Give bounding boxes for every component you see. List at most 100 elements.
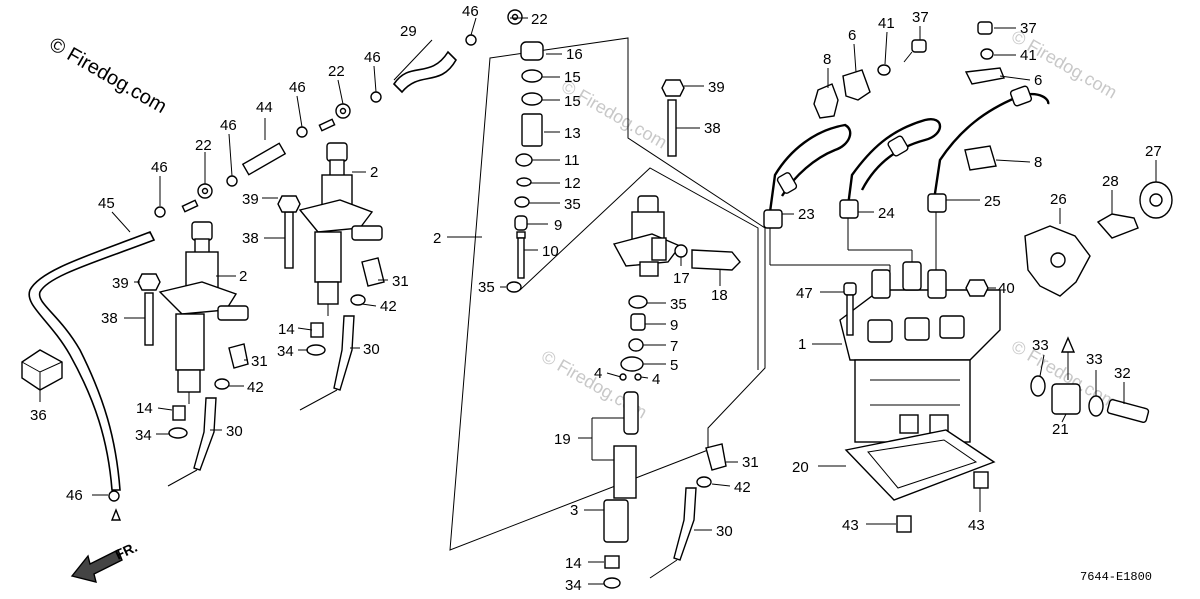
callout-10: 10 [542,243,559,260]
injector-lower [158,221,249,404]
callout-34: 34 [277,343,294,360]
callout-30: 30 [363,341,380,358]
callout-39: 39 [242,191,259,208]
callout-22: 22 [531,11,548,28]
callout-11: 11 [564,152,580,169]
hose-section [241,142,287,176]
callout-16: 16 [566,46,583,63]
callout-37: 37 [1020,20,1037,37]
callout-34: 34 [135,427,152,444]
callout-46: 46 [289,79,306,96]
callout-45: 45 [98,195,115,212]
callout-30: 30 [226,423,243,440]
callout-1: 1 [798,336,806,353]
callout-9: 9 [554,217,562,234]
callout-9: 9 [670,317,678,334]
callout-47: 47 [796,285,813,302]
callout-8: 8 [823,51,831,68]
callout-27: 27 [1145,143,1162,160]
callout-38: 38 [101,310,118,327]
callout-6: 6 [1034,72,1042,89]
callout-20: 20 [792,459,809,476]
callout-13: 13 [564,125,581,142]
callout-21: 21 [1052,421,1069,438]
callout-34: 34 [565,577,582,594]
callout-39: 39 [708,79,725,96]
callout-29: 29 [400,23,417,40]
front-arrow: FR. [70,508,140,583]
return-hose [28,230,156,491]
callout-14: 14 [565,555,582,572]
callout-39: 39 [112,275,129,292]
callout-6: 6 [848,27,856,44]
callout-15: 15 [564,69,581,86]
callout-38: 38 [242,230,259,247]
callout-37: 37 [912,9,929,26]
front-label: FR. [113,539,140,563]
callout-46: 46 [151,159,168,176]
callout-12: 12 [564,175,581,192]
callout-25: 25 [984,193,1001,210]
diagram-code: 7644-E1800 [1080,570,1152,584]
callout-24: 24 [878,205,895,222]
injector-center [612,195,741,277]
callout-26: 26 [1050,191,1067,208]
watermark: © Firedog.com [46,33,171,118]
studs-and-nuts-left [137,195,301,346]
callout-22: 22 [328,63,345,80]
hose-clip [21,349,63,391]
callout-14: 14 [278,321,295,338]
pump-gasket [844,429,996,501]
callout-46: 46 [66,487,83,504]
callout-42: 42 [380,298,397,315]
assembly-bracket-inner [519,167,759,370]
callout-43: 43 [842,517,859,534]
injection-pipes [763,85,1050,229]
callout-42: 42 [247,379,264,396]
callout-41: 41 [878,15,895,32]
leader-lines [39,17,1157,585]
studs-and-nuts-center [661,79,685,157]
callout-4: 4 [652,371,660,388]
callout-32: 32 [1114,365,1131,382]
callout-36: 36 [30,407,47,424]
pipe-clamps [813,67,1005,171]
banjo-bolts [181,9,523,213]
glow-plug-parts-left [167,257,385,487]
callout-35: 35 [564,196,581,213]
callout-labels: 46 22 29 46 22 46 44 46 22 46 45 2 39 38… [30,3,1162,594]
callout-31: 31 [251,353,268,370]
callout-43: 43 [968,517,985,534]
callout-4: 4 [594,365,602,382]
callout-35: 35 [478,279,495,296]
callout-15: 15 [564,93,581,110]
callout-44: 44 [256,99,273,116]
callout-46: 46 [220,117,237,134]
callout-35: 35 [670,296,687,313]
callout-42: 42 [734,479,751,496]
callout-33: 33 [1086,351,1103,368]
callout-30: 30 [716,523,733,540]
callout-5: 5 [670,357,678,374]
callout-2: 2 [433,230,441,247]
glow-plug-parts-center [649,443,727,579]
callout-18: 18 [711,287,728,304]
callout-41: 41 [1020,47,1037,64]
callout-8: 8 [1034,154,1042,171]
callout-19: 19 [554,431,571,448]
clamp-bolts [877,21,994,76]
injector-upper [298,142,383,316]
callout-46: 46 [364,49,381,66]
callout-31: 31 [392,273,409,290]
callout-23: 23 [798,206,815,223]
callout-28: 28 [1102,173,1119,190]
callout-2: 2 [239,268,247,285]
callout-2: 2 [370,164,378,181]
callout-40: 40 [998,280,1015,297]
callout-22: 22 [195,137,212,154]
callout-38: 38 [704,120,721,137]
callout-46: 46 [462,3,479,20]
callout-33: 33 [1032,337,1049,354]
callout-17: 17 [673,270,690,287]
